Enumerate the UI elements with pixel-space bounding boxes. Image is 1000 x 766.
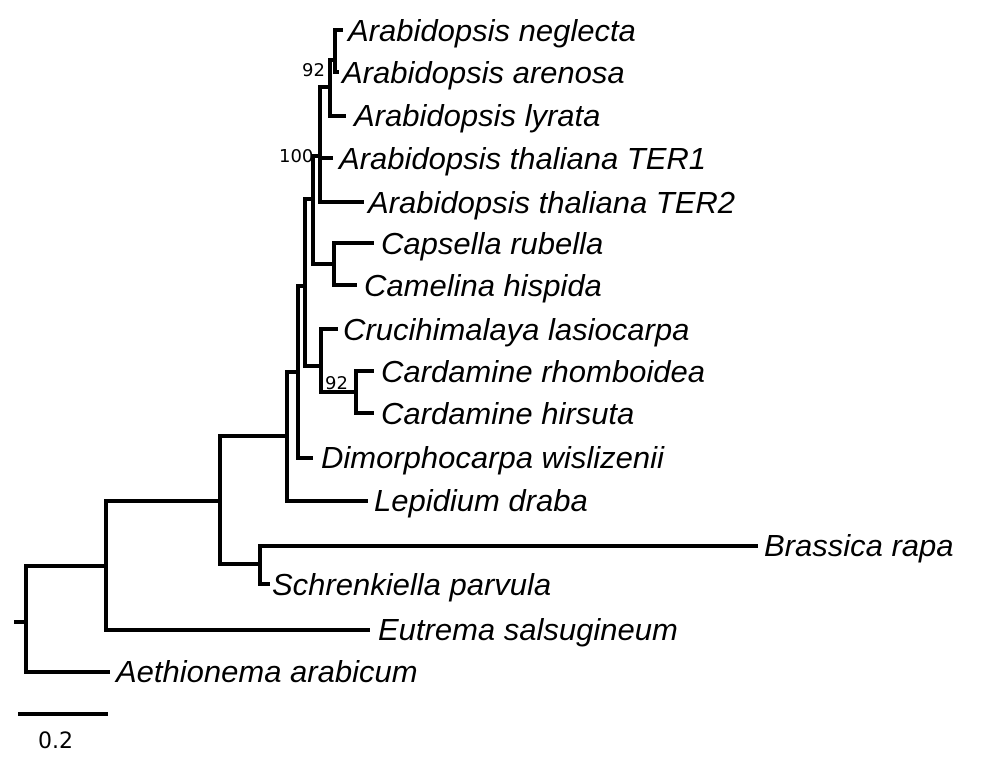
taxon-label: Aethionema arabicum: [114, 654, 418, 689]
scale-bar-label: 0.2: [38, 729, 73, 754]
support-values: 92 100 92: [279, 60, 348, 394]
taxon-label: Lepidium draba: [374, 483, 588, 518]
taxon-label: Dimorphocarpa wislizenii: [321, 440, 665, 475]
taxon-labels: Arabidopsis neglecta Arabidopsis arenosa…: [114, 13, 954, 689]
taxon-label: Arabidopsis arenosa: [340, 55, 625, 90]
taxon-label: Cardamine hirsuta: [381, 396, 634, 431]
support-value: 92: [302, 60, 325, 81]
taxon-label: Capsella rubella: [381, 226, 603, 261]
taxon-label: Schrenkiella parvula: [272, 567, 551, 602]
taxon-label: Arabidopsis neglecta: [346, 13, 636, 48]
taxon-label: Crucihimalaya lasiocarpa: [343, 312, 689, 347]
scale-bar: 0.2: [18, 712, 108, 754]
taxon-label: Arabidopsis lyrata: [352, 98, 600, 133]
taxon-label: Brassica rapa: [764, 528, 954, 563]
taxon-label: Camelina hispida: [364, 268, 602, 303]
tree-branches: [14, 28, 758, 674]
support-value: 100: [279, 146, 313, 167]
taxon-label: Arabidopsis thaliana TER2: [366, 185, 735, 220]
taxon-label: Cardamine rhomboidea: [381, 354, 705, 389]
support-value: 92: [325, 373, 348, 394]
taxon-label: Arabidopsis thaliana TER1: [337, 141, 706, 176]
taxon-label: Eutrema salsugineum: [378, 612, 678, 647]
